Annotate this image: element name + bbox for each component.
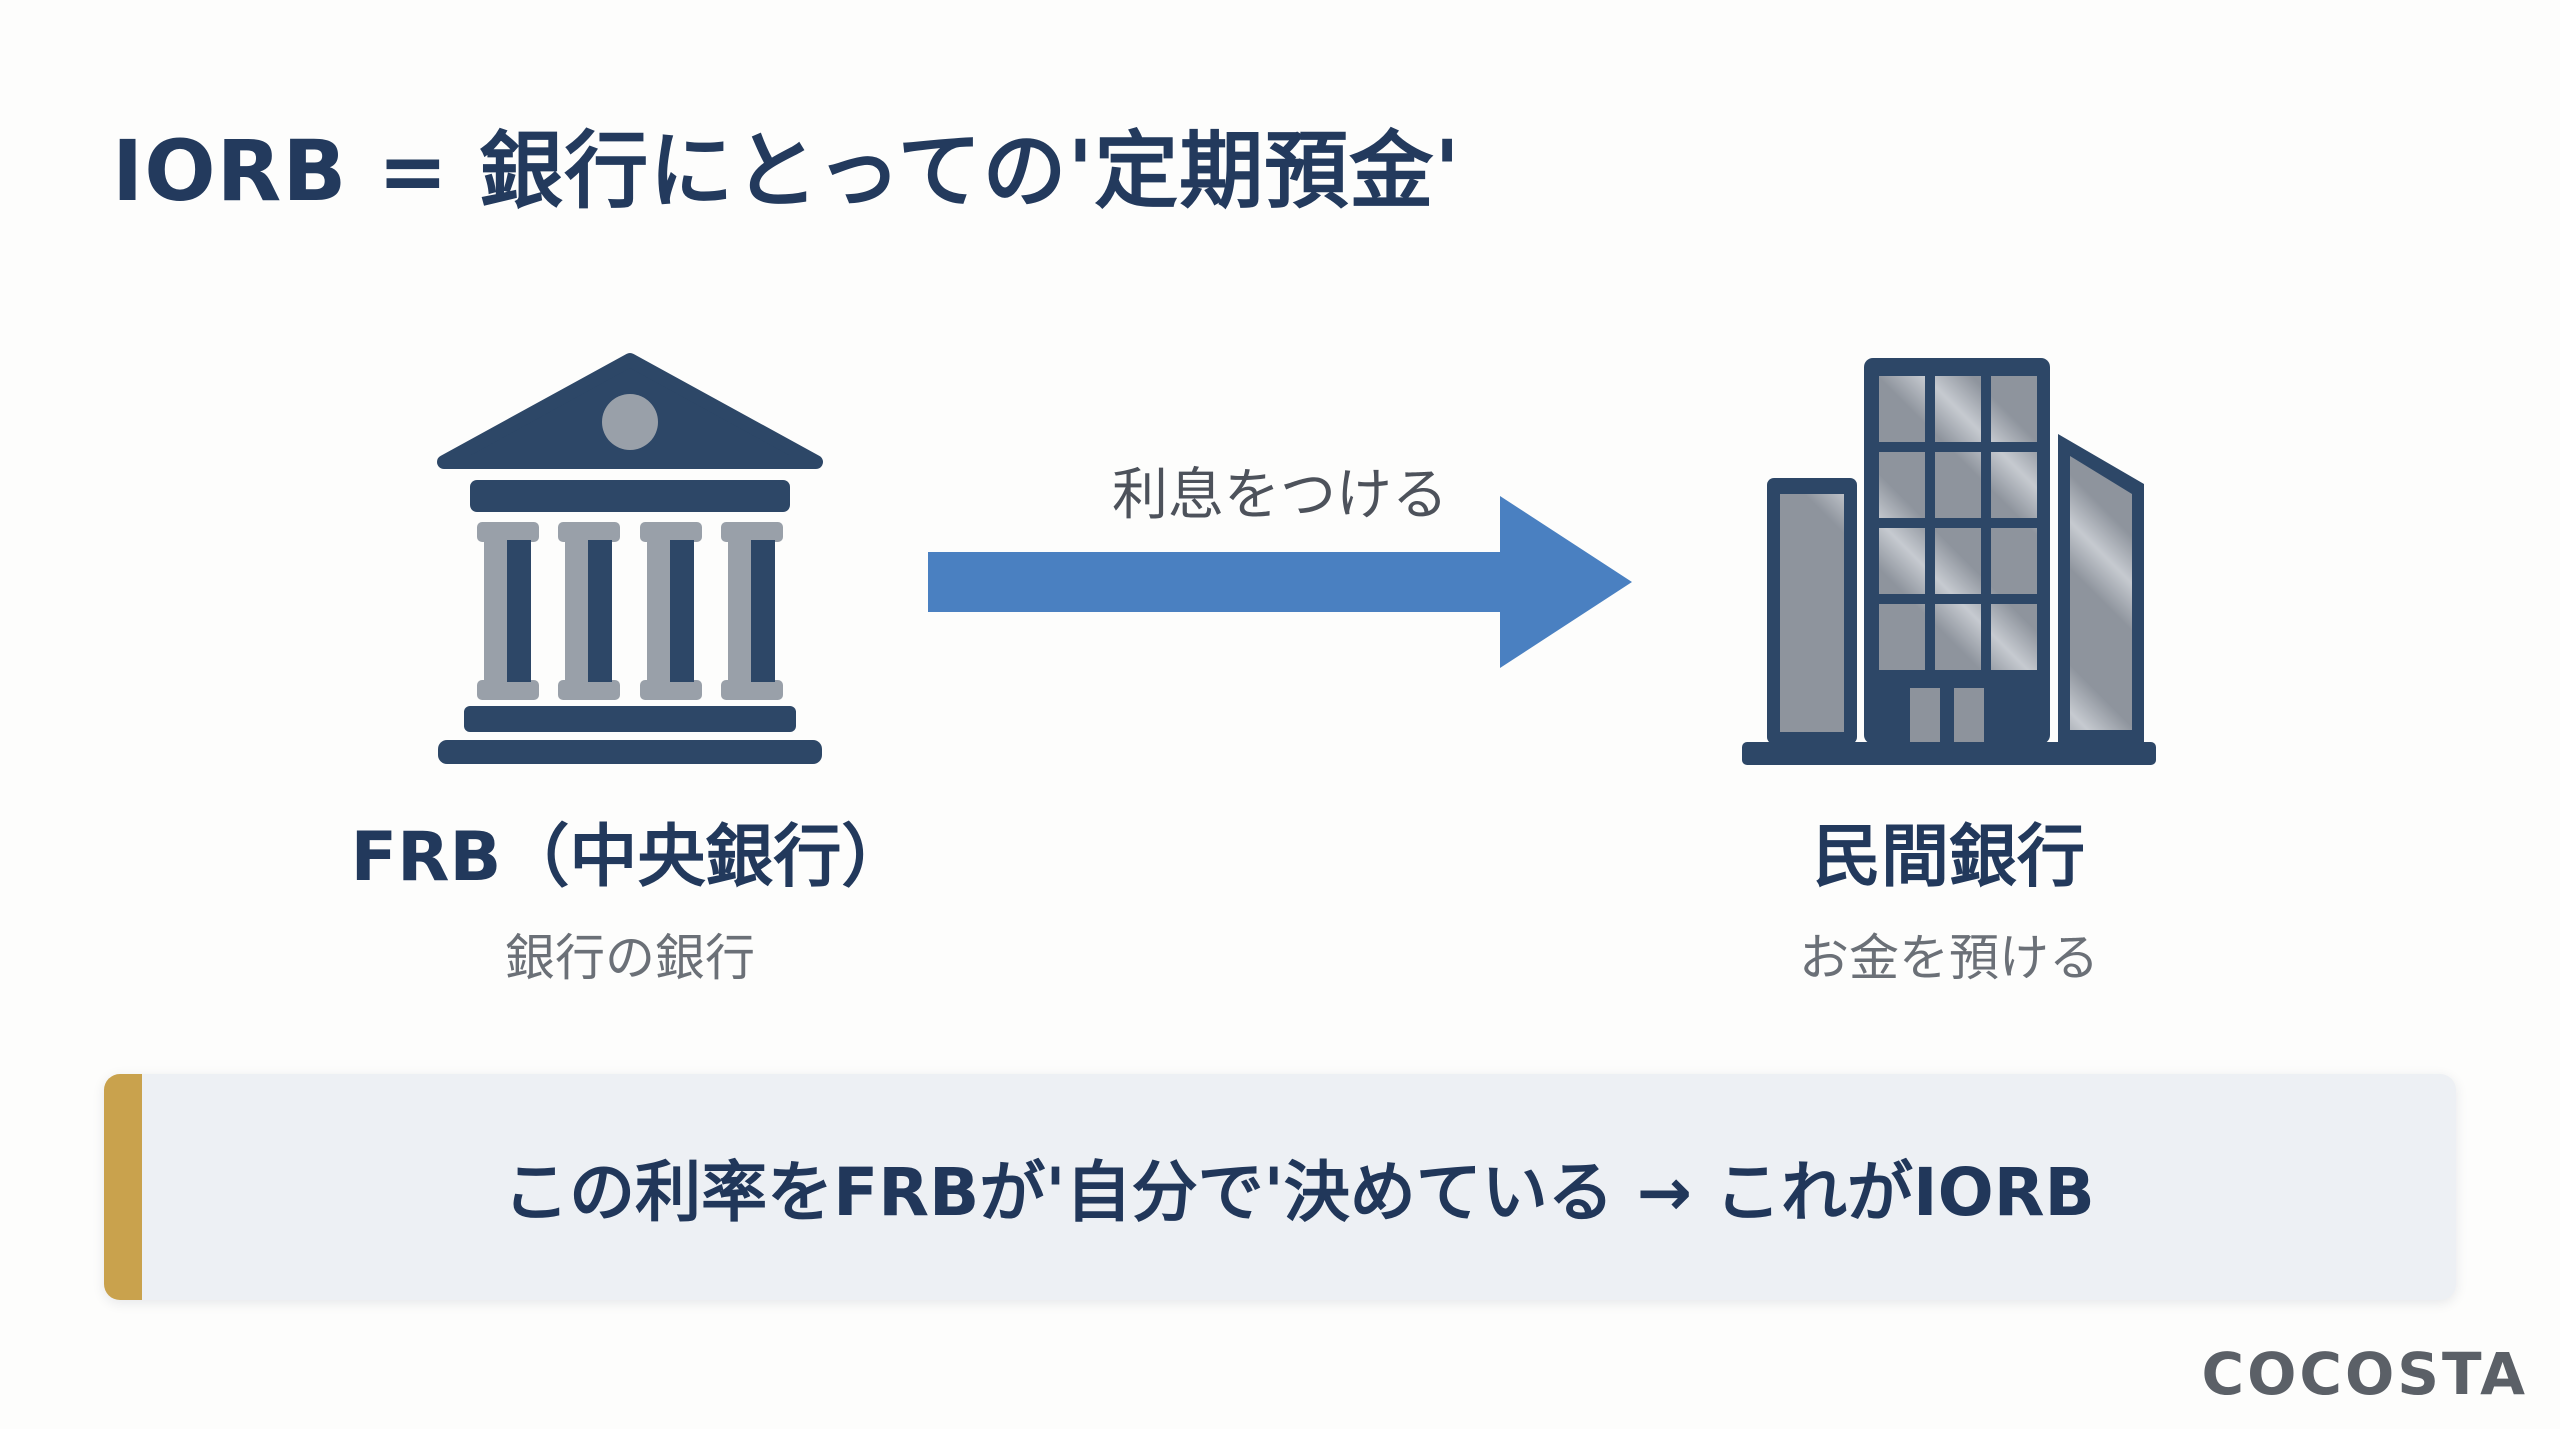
callout-box: この利率をFRBが'自分で'決めている → これがIORB bbox=[104, 1074, 2456, 1300]
entity-frb-sublabel: 銀行の銀行 bbox=[505, 929, 755, 987]
callout-accent-bar bbox=[104, 1074, 142, 1300]
office-building-icon bbox=[1742, 350, 2156, 765]
page-title: IORB = 銀行にとっての'定期預金' bbox=[112, 122, 1461, 220]
entity-private-bank-label: 民間銀行 bbox=[1812, 818, 2085, 897]
bank-building-icon bbox=[430, 350, 830, 765]
entity-frb: FRB（中央銀行） 銀行の銀行 bbox=[351, 350, 909, 990]
arrow-label: 利息をつける bbox=[1112, 463, 1448, 528]
entity-private-bank: 民間銀行 お金を預ける bbox=[1742, 350, 2156, 990]
brand-logo: COCOSTA bbox=[2201, 1340, 2528, 1408]
arrow-right-icon bbox=[928, 492, 1638, 672]
entity-private-bank-sublabel: お金を預ける bbox=[1799, 929, 2099, 987]
entity-frb-label: FRB（中央銀行） bbox=[350, 818, 910, 897]
callout-text: この利率をFRBが'自分で'決めている → これがIORB bbox=[503, 1154, 2095, 1231]
